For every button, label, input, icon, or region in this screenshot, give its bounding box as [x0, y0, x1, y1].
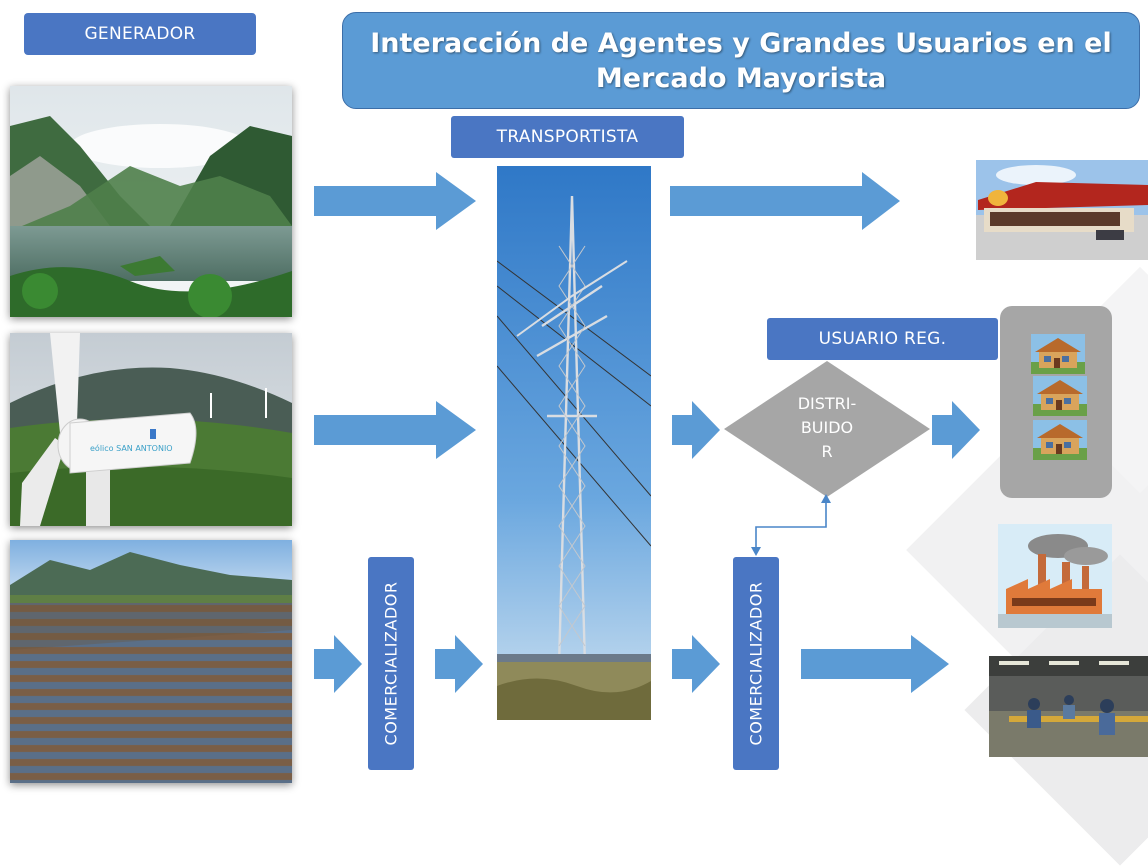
- distribuidor-line-2: BUIDO: [800, 418, 854, 437]
- comercializador-right-box: COMERCIALIZADOR: [733, 557, 779, 770]
- solar-farm-photo: [10, 540, 292, 783]
- house-icon: [1031, 334, 1085, 374]
- distribuidor-diamond: [724, 361, 930, 497]
- arrow-right-icon: [314, 635, 362, 693]
- generador-label: GENERADOR: [24, 13, 256, 55]
- title-line-1: Interacción de Agentes y Grandes Usuario…: [370, 27, 1112, 59]
- workshop-photo: [989, 656, 1148, 757]
- house-icon: [1033, 376, 1087, 416]
- transmission-tower-photo: [497, 166, 651, 720]
- arrow-right-icon: [932, 401, 980, 459]
- comercializador-left-box: COMERCIALIZADOR: [368, 557, 414, 770]
- transportista-label: TRANSPORTISTA: [451, 116, 684, 158]
- comercializador-right-label: COMERCIALIZADOR: [746, 581, 766, 746]
- connector-arrow-icon: [751, 494, 831, 556]
- arrow-right-icon: [801, 635, 949, 693]
- arrow-right-icon: [670, 172, 900, 230]
- page-title: Interacción de Agentes y Grandes Usuario…: [342, 12, 1140, 109]
- distribuidor-line-3: R: [821, 442, 833, 461]
- arrow-right-icon: [314, 172, 476, 230]
- distribuidor-label: DISTRI- BUIDO R: [727, 392, 927, 464]
- title-line-2: Mercado Mayorista: [595, 62, 887, 94]
- restaurant-photo: [976, 160, 1148, 260]
- usuario-reg-label: USUARIO REG.: [767, 318, 998, 360]
- wind-turbine-photo: eólico SAN ANTONIO: [10, 333, 292, 526]
- arrow-right-icon: [672, 635, 720, 693]
- factory-icon: [998, 524, 1112, 628]
- house-icon: [1033, 420, 1087, 460]
- turbine-logo-text: eólico SAN ANTONIO: [90, 443, 173, 453]
- comercializador-left-label: COMERCIALIZADOR: [381, 581, 401, 746]
- arrow-right-icon: [435, 635, 483, 693]
- arrow-right-icon: [314, 401, 476, 459]
- hydro-dam-photo: [10, 86, 292, 317]
- arrow-right-icon: [672, 401, 720, 459]
- distribuidor-line-1: DISTRI-: [797, 394, 857, 413]
